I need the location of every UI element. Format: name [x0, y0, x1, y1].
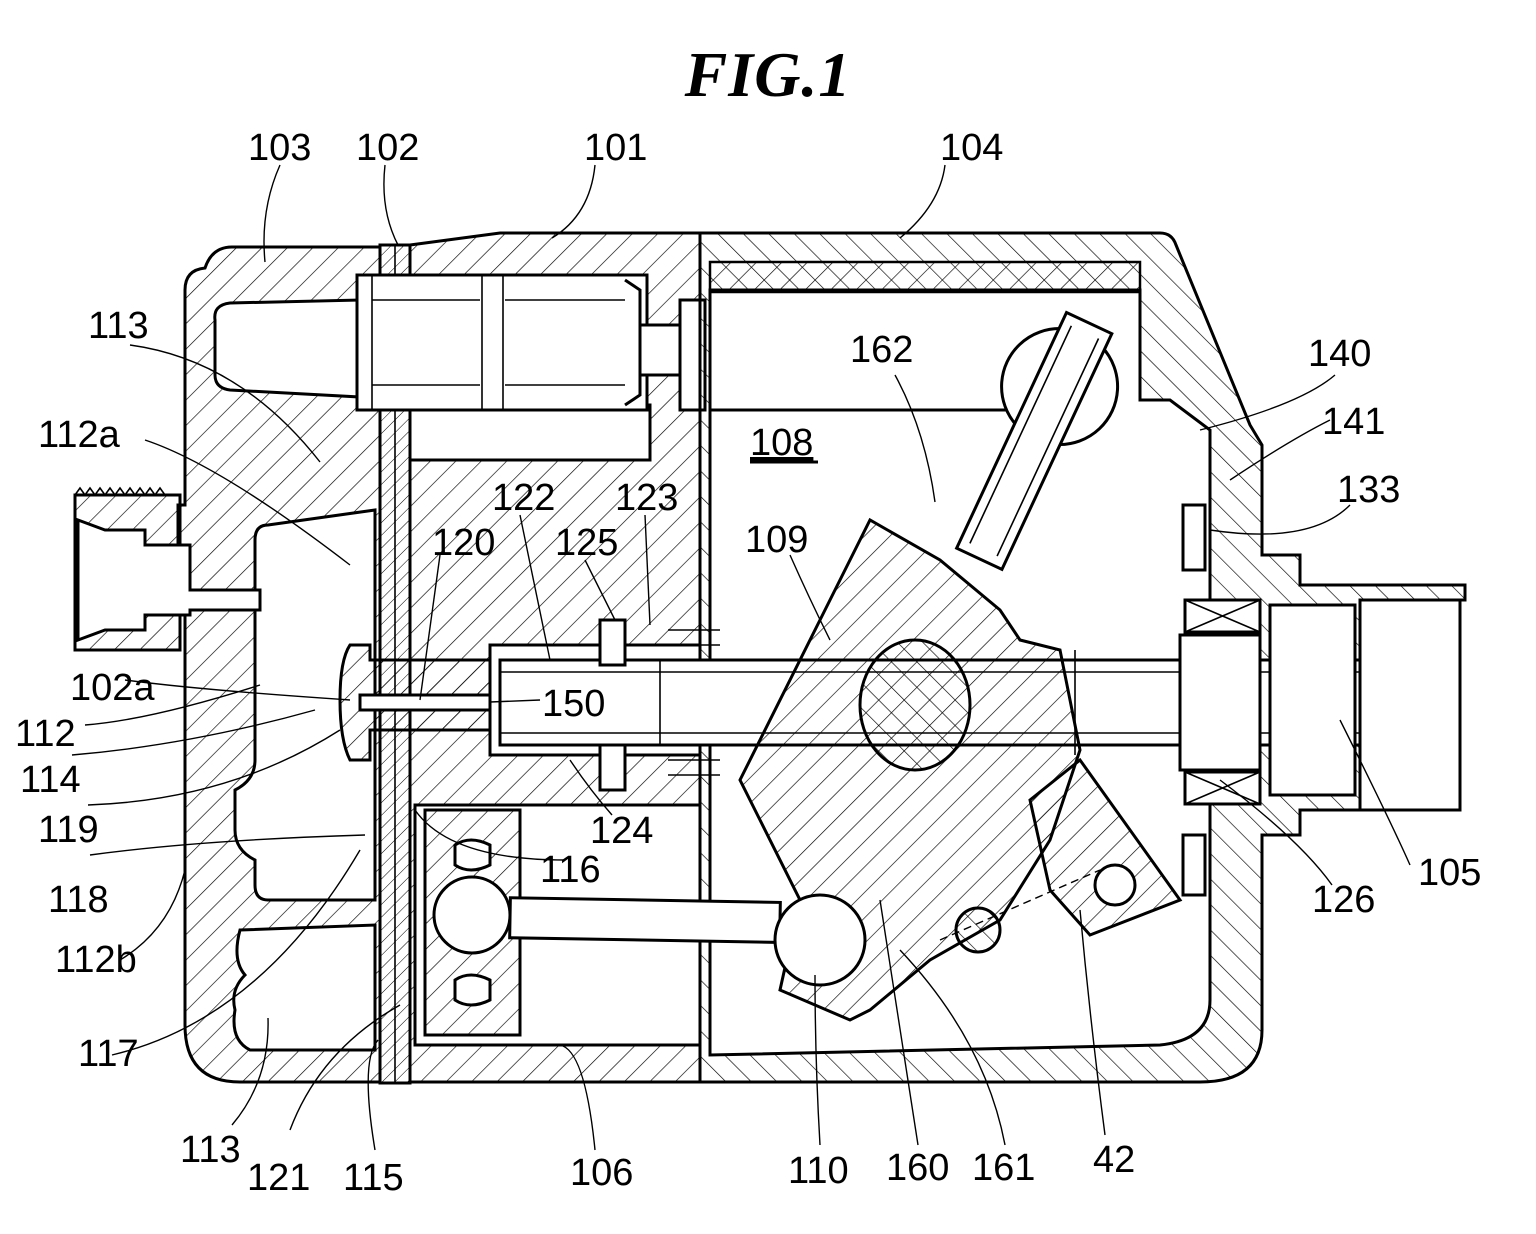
ref-label-140: 140 [1308, 333, 1371, 375]
ref-label-112a: 112a [38, 414, 121, 456]
ref-label-150: 150 [542, 683, 605, 725]
leader-lines [71, 164, 1411, 1151]
front-inner-liner [708, 260, 1142, 294]
ref-label-121: 121 [247, 1157, 310, 1199]
thread-teeth [74, 486, 166, 497]
ref-label-113: 113 [88, 305, 149, 347]
ref-label-162: 162 [850, 329, 913, 371]
thrust-bearing-133 [1181, 503, 1207, 572]
ref-label-106: 106 [570, 1152, 633, 1194]
ref-label-123: 123 [615, 477, 678, 519]
thrust-bearing-133-lower [1181, 833, 1207, 897]
ref-label-161: 161 [972, 1147, 1035, 1189]
suction-chamber-113 [213, 298, 362, 399]
ref-label-104: 104 [940, 127, 1003, 169]
ref-label-102a: 102a [70, 667, 155, 709]
front-boss [1358, 598, 1462, 812]
suction-chamber-113-lower [232, 923, 377, 1052]
ref-label-119: 119 [38, 809, 99, 851]
adjust-bolt-150 [338, 643, 492, 762]
ref-label-117: 117 [78, 1033, 139, 1075]
ref-label-109: 109 [745, 519, 808, 561]
actuator-pin-162 [954, 310, 1120, 572]
piston-116 [423, 808, 867, 1037]
ref-label-141: 141 [1322, 401, 1385, 443]
figure-title: FIG.1 [684, 39, 852, 110]
ref-label-116: 116 [540, 849, 601, 891]
discharge-port-bore [76, 517, 262, 643]
shaft-seal-housing [1268, 603, 1357, 797]
ref-label-125: 125 [555, 522, 618, 564]
ref-label-42: 42 [1093, 1139, 1135, 1181]
return-spring-125 [598, 618, 720, 792]
radial-bearing-126 [1183, 598, 1262, 806]
ref-label-120: 120 [432, 522, 495, 564]
ref-label-110: 110 [788, 1150, 849, 1192]
ref-label-133: 133 [1337, 469, 1400, 511]
ref-label-112b: 112b [55, 939, 137, 981]
ref-label-101: 101 [584, 127, 647, 169]
ref-label-122: 122 [492, 477, 555, 519]
ref-label-160: 160 [886, 1147, 949, 1189]
ref-label-103: 103 [248, 127, 311, 169]
discharge-chamber-112 [233, 508, 377, 902]
ref-label-102: 102 [356, 127, 419, 169]
ref-label-114: 114 [20, 759, 81, 801]
cylinder-bore-upper [408, 403, 652, 462]
link-pin [1093, 863, 1137, 907]
ref-label-118: 118 [48, 879, 109, 921]
swash-pin [954, 906, 1002, 954]
ref-label-126: 126 [1312, 879, 1375, 921]
ref-label-124: 124 [590, 810, 653, 852]
ref-label-115: 115 [343, 1157, 404, 1199]
ref-label-112: 112 [15, 713, 76, 755]
ref-label-105: 105 [1418, 852, 1481, 894]
ref-label-113-bottom: 113 [180, 1129, 241, 1171]
link-arm-42 [1028, 757, 1183, 937]
ref-label-108: 108 [750, 422, 813, 464]
hinge-ball-109 [858, 638, 972, 772]
